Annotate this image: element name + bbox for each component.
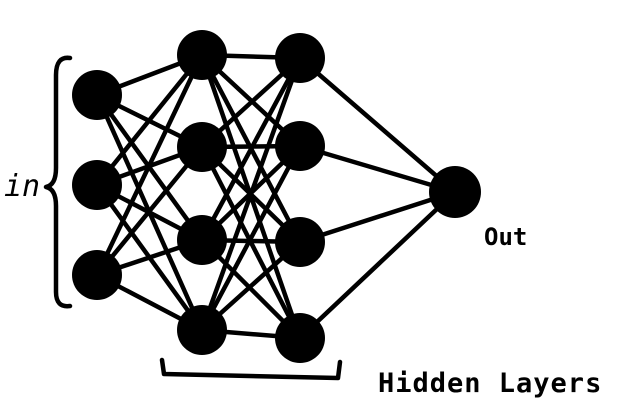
edge-hidden-2-3-to-output-1 [297,189,458,245]
hidden-layers-bracket [159,357,343,381]
edge-hidden-1-4-to-hidden-2-1 [199,55,303,333]
node-hidden-2-3 [275,217,325,267]
output-label: Out [484,223,527,251]
node-input-3 [72,250,122,300]
nodes-group [72,30,481,363]
node-hidden-2-4 [275,313,325,363]
edge-hidden-2-4-to-output-1 [297,189,458,341]
input-label: in [4,169,40,204]
edge-input-3-to-hidden-1-2 [94,144,205,278]
node-input-1 [72,70,122,120]
node-hidden-1-1 [177,30,227,80]
edge-input-3-to-hidden-1-1 [94,52,205,278]
edges-group [94,52,458,341]
edge-hidden-1-4-to-hidden-2-2 [199,143,303,333]
node-hidden-1-3 [177,215,227,265]
node-hidden-1-2 [177,122,227,172]
edge-hidden-1-3-to-hidden-2-1 [199,55,303,243]
node-hidden-2-2 [275,121,325,171]
node-hidden-1-4 [177,305,227,355]
edge-hidden-2-1-to-output-1 [297,55,458,195]
node-output-1 [429,166,481,218]
edge-input-2-to-hidden-1-1 [94,52,205,188]
node-input-2 [72,160,122,210]
node-hidden-2-1 [275,33,325,83]
edge-hidden-2-2-to-output-1 [297,143,458,195]
hidden-layers-label: Hidden Layers [378,368,602,399]
input-brace [43,55,73,309]
